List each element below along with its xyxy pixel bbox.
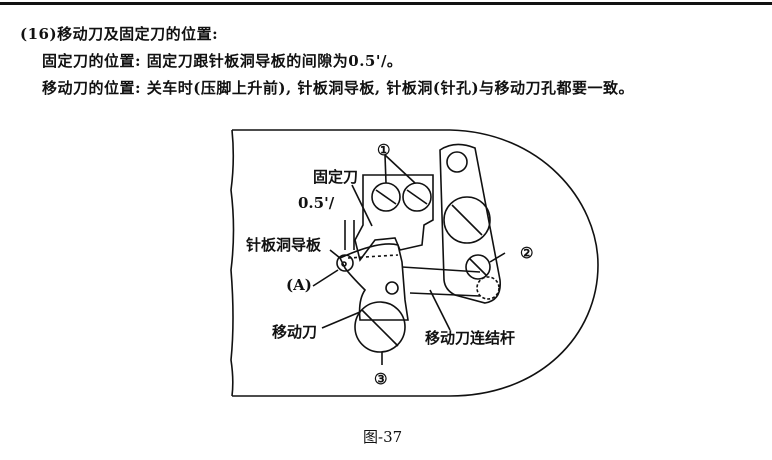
fixed-knife-label: 固定刀 <box>313 168 358 186</box>
moving-knife-hole <box>385 281 399 295</box>
marker-2-label: ② <box>520 244 533 262</box>
lever-arm <box>439 143 502 304</box>
gap-label: 0.5'/ <box>298 194 335 212</box>
needle-plate-outline <box>230 129 599 397</box>
section-heading: (16)移动刀及固定刀的位置: <box>20 25 219 43</box>
marker-1-label: ① <box>377 141 390 159</box>
top-rule <box>0 2 772 5</box>
moving-knife <box>338 243 409 321</box>
moving-knife-label: 移动刀 <box>272 323 317 341</box>
point-a-label: (A) <box>286 276 312 294</box>
fixed-knife-position-text: 固定刀的位置: 固定刀跟针板洞导板的间隙为0.5'/。 <box>42 52 403 70</box>
figure-caption: 图-37 <box>363 428 402 446</box>
link-rod-label: 移动刀连结杆 <box>425 329 515 347</box>
screw-1b <box>402 182 432 212</box>
marker-3-label: ③ <box>374 370 387 388</box>
screw-3 <box>354 301 406 353</box>
link-rod <box>401 266 481 297</box>
moving-knife-position-text: 移动刀的位置: 关车时(压脚上升前), 针板洞导板, 针板洞(针孔)与移动刀孔都… <box>42 79 635 97</box>
lever-screw <box>443 196 491 244</box>
lever-hole <box>446 151 468 173</box>
screw-2 <box>465 254 491 280</box>
needle-guide <box>336 254 354 272</box>
needle-plate-guide-label: 针板洞导板 <box>246 236 322 254</box>
fixed-knife <box>354 174 434 262</box>
